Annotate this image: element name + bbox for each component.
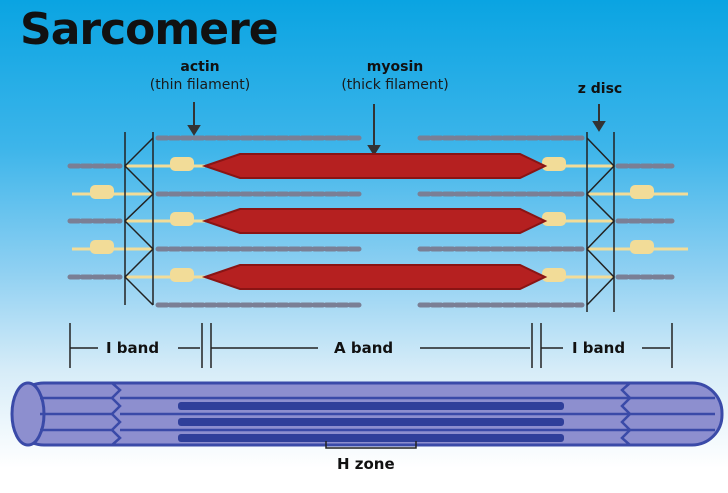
titin-coil bbox=[90, 240, 114, 254]
actin-label: actin (thin filament) bbox=[130, 58, 270, 94]
a-band-label: A band bbox=[334, 339, 394, 357]
z-disc-label: z disc bbox=[560, 80, 640, 98]
actin-arrowhead bbox=[187, 125, 201, 136]
pointer-arrows bbox=[187, 102, 606, 156]
z-disc-left-zigzag bbox=[123, 137, 155, 306]
titin-coil bbox=[542, 157, 566, 171]
titin-coil bbox=[90, 185, 114, 199]
titin-coil bbox=[630, 185, 654, 199]
diagram-title: Sarcomere bbox=[20, 4, 279, 55]
myosin-arrowhead bbox=[367, 145, 381, 156]
myosin-name: myosin bbox=[366, 59, 424, 75]
h-zone-bracket bbox=[325, 441, 417, 449]
actin-sub: (thin filament) bbox=[149, 77, 251, 93]
myofibril bbox=[10, 381, 724, 449]
actin-name: actin bbox=[180, 59, 220, 75]
titin-coil bbox=[170, 157, 194, 171]
titin-coil bbox=[170, 212, 194, 226]
myosin-label: myosin (thick filament) bbox=[315, 58, 475, 94]
z-disc-right-zigzag bbox=[585, 137, 616, 306]
i-band-left-label: I band bbox=[106, 339, 160, 357]
i-band-right-label: I band bbox=[572, 339, 626, 357]
myosin-sub: (thick filament) bbox=[341, 77, 449, 93]
titin-coil bbox=[170, 268, 194, 282]
h-zone-label: H zone bbox=[337, 455, 395, 473]
band-brackets bbox=[69, 323, 673, 368]
filaments bbox=[67, 135, 688, 308]
titin-coil bbox=[542, 268, 566, 282]
z-disc-name: z disc bbox=[577, 81, 623, 97]
fiber-end-cap bbox=[10, 381, 46, 447]
myosin-filament bbox=[201, 208, 548, 234]
z-discs bbox=[123, 132, 616, 312]
myosin-filament bbox=[201, 264, 548, 290]
titin-coil bbox=[630, 240, 654, 254]
myosin-filament bbox=[201, 153, 548, 179]
titin-coil bbox=[542, 212, 566, 226]
z-disc-arrowhead bbox=[592, 121, 606, 132]
